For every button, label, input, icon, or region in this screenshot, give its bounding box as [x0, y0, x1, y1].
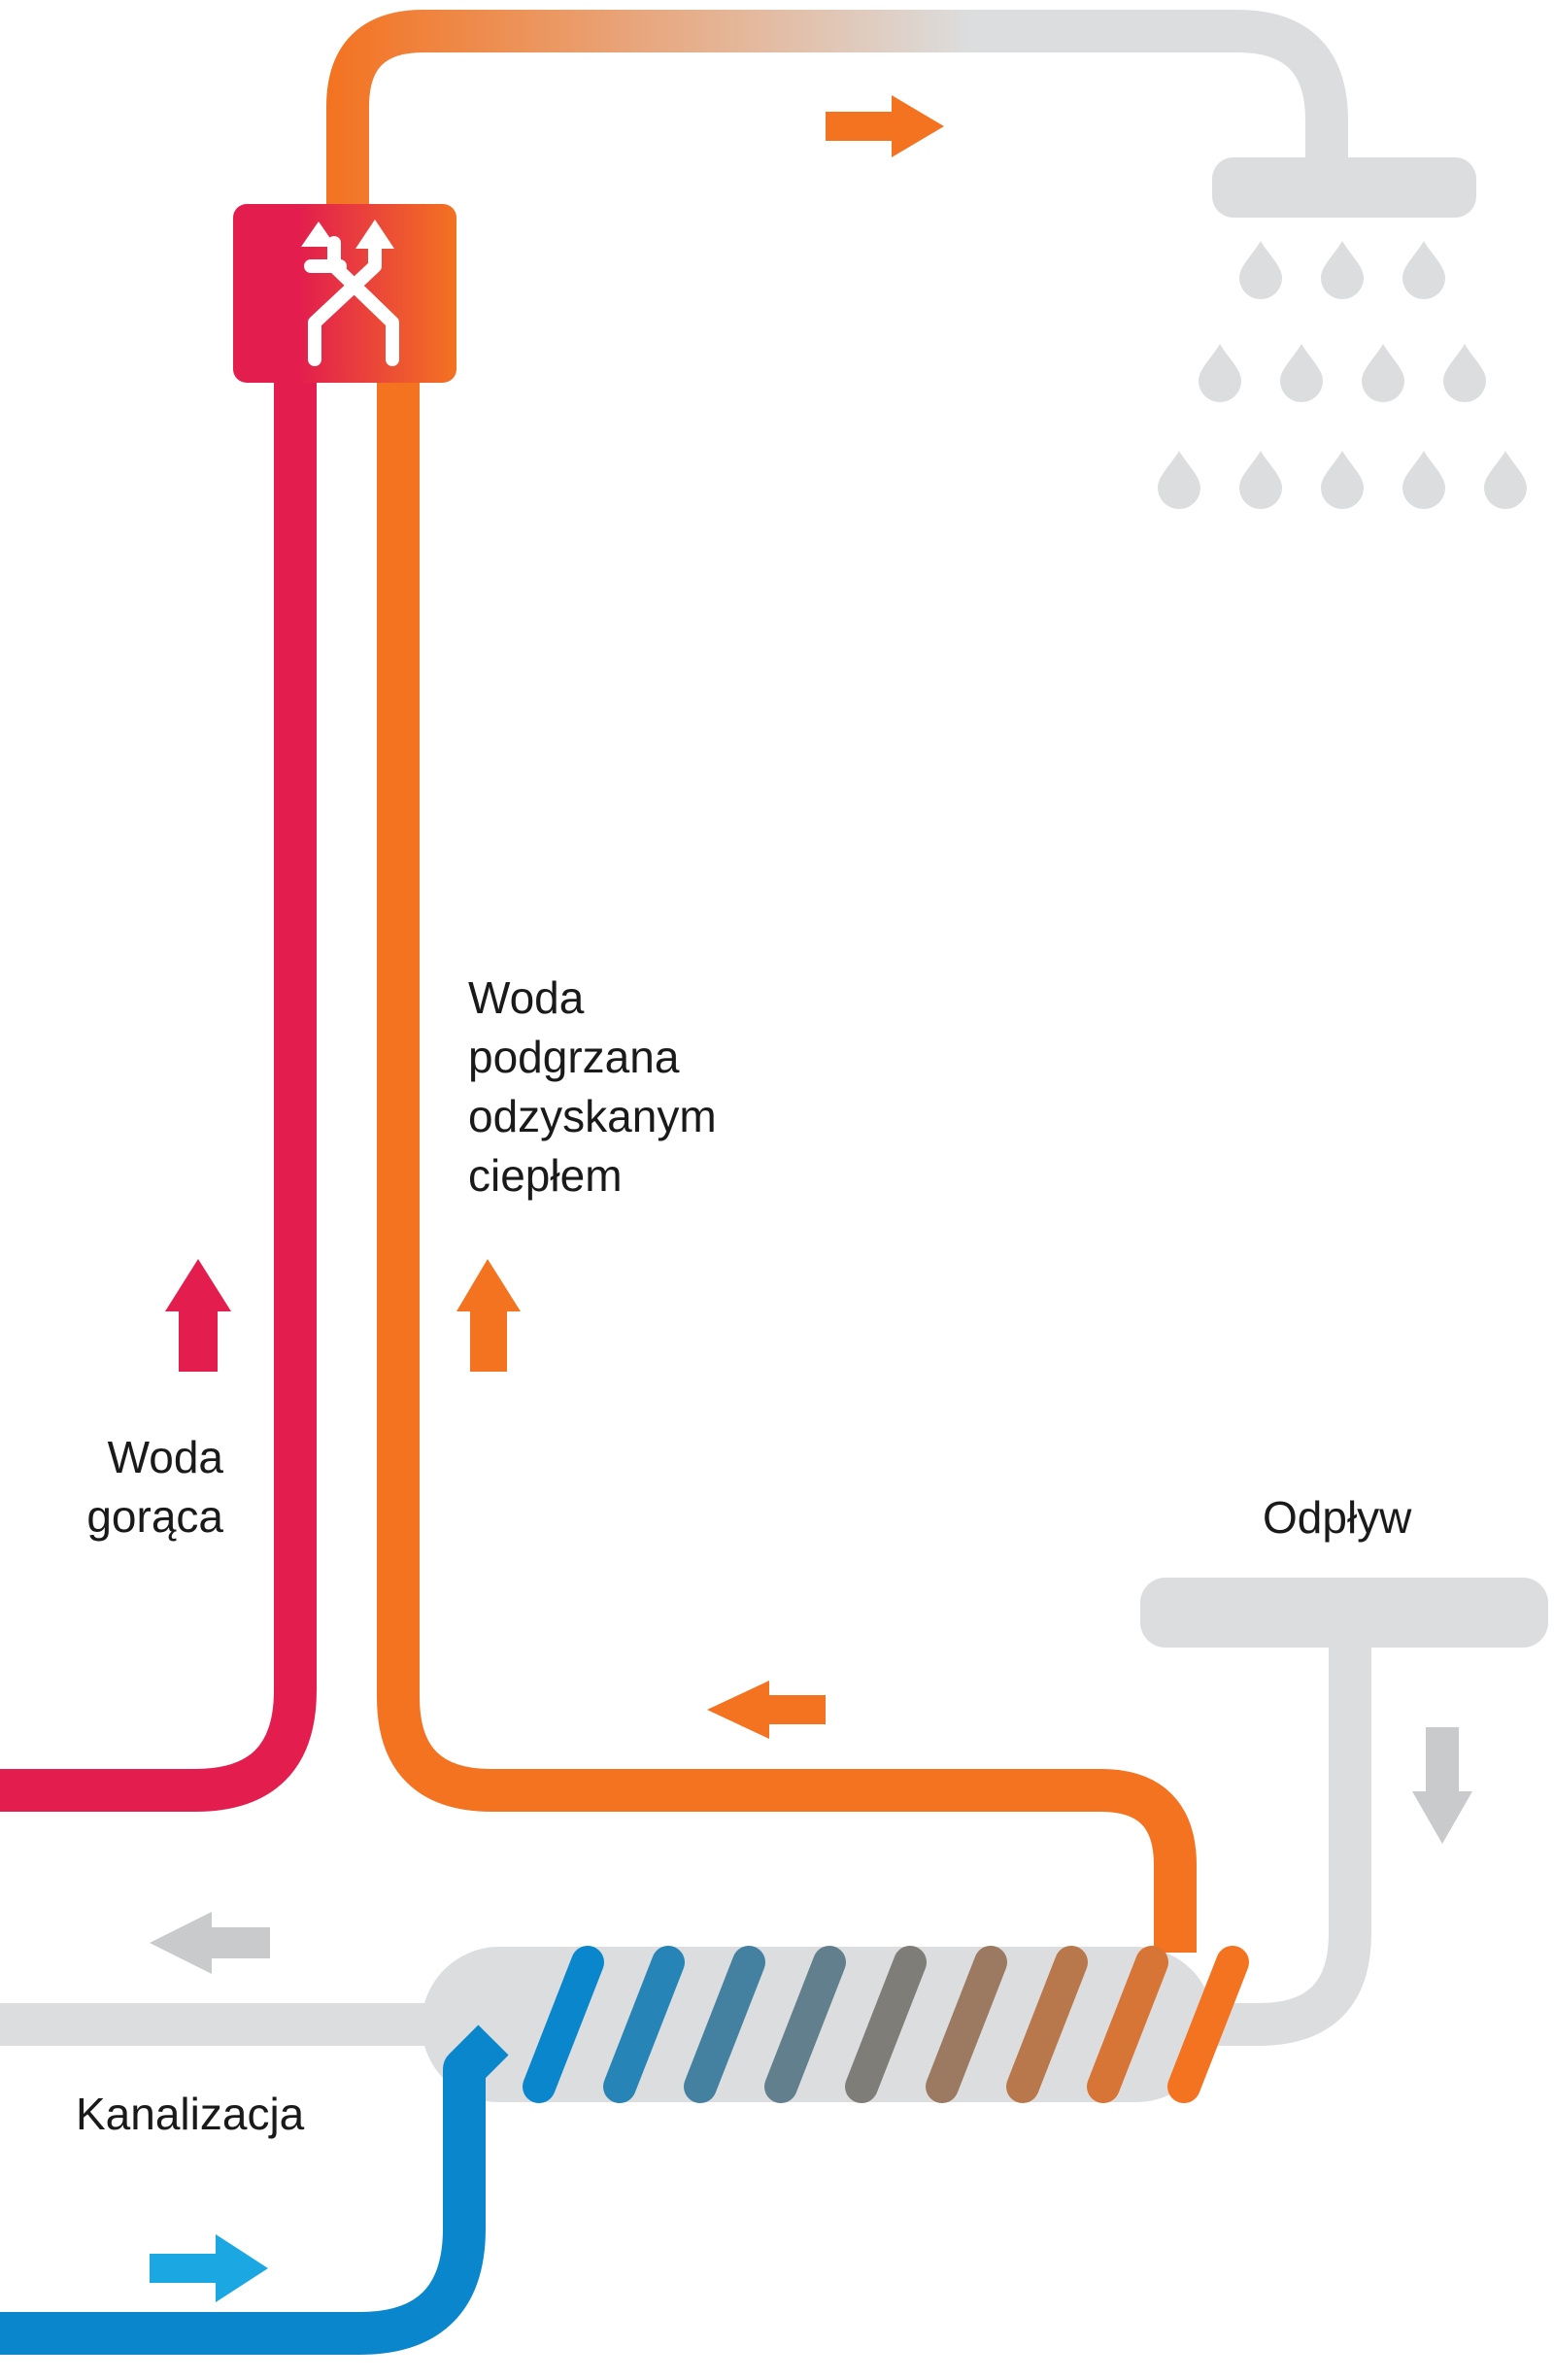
arrow-up-hot-icon [165, 1259, 231, 1372]
heat-exchanger-coil [523, 1946, 1249, 2103]
water-drop-icon [1361, 344, 1405, 403]
shower-supply-pipe [326, 10, 1348, 206]
water-drop-icon [1280, 344, 1323, 402]
hot-water-pipe [0, 381, 317, 1812]
arrow-right-blue-icon [150, 2234, 268, 2302]
coil-strand [684, 1946, 765, 2103]
coil-strand [523, 1946, 604, 2103]
water-drop-icon [1239, 451, 1282, 509]
arrow-down-grey-icon [1412, 1727, 1472, 1844]
coil-strand [1087, 1946, 1168, 2103]
shower-head-icon [1212, 157, 1476, 218]
recovered-water-label: Woda podgrzana odzyskanym ciepłem [468, 972, 717, 1201]
water-drop-icon [1158, 451, 1200, 509]
drain-pipe [1146, 1632, 1371, 2046]
drain-label: Odpływ [1263, 1492, 1412, 1543]
coil-strand [845, 1946, 927, 2103]
water-drop-icon [1484, 451, 1527, 509]
hot-water-label: Woda gorąca [86, 1432, 223, 1542]
water-drop-icon [1321, 241, 1364, 299]
arrow-up-warm-icon [456, 1259, 521, 1372]
recovered-water-pipe [377, 381, 1197, 1953]
water-drop-icon [1402, 241, 1445, 299]
water-drop-icon [1321, 451, 1364, 509]
coil-strand [603, 1946, 685, 2103]
arrow-left-icon [707, 1681, 826, 1739]
water-drop-icon [1199, 344, 1241, 402]
water-drop-icon [1239, 241, 1282, 299]
water-drop-icon [1402, 451, 1445, 509]
sink-icon [1140, 1578, 1548, 1648]
sewer-label: Kanalizacja [76, 2089, 305, 2139]
coil-strand [764, 1946, 846, 2103]
coil-strand [926, 1946, 1007, 2103]
cold-water-pipe [0, 2024, 509, 2355]
mixing-valve-icon [233, 204, 456, 383]
water-drops [1158, 241, 1527, 509]
arrow-right-icon [826, 95, 944, 157]
coil-strand [1006, 1946, 1088, 2103]
arrow-left-grey-icon [150, 1912, 270, 1974]
coil-strand [1167, 1946, 1249, 2103]
water-drop-icon [1443, 344, 1486, 402]
